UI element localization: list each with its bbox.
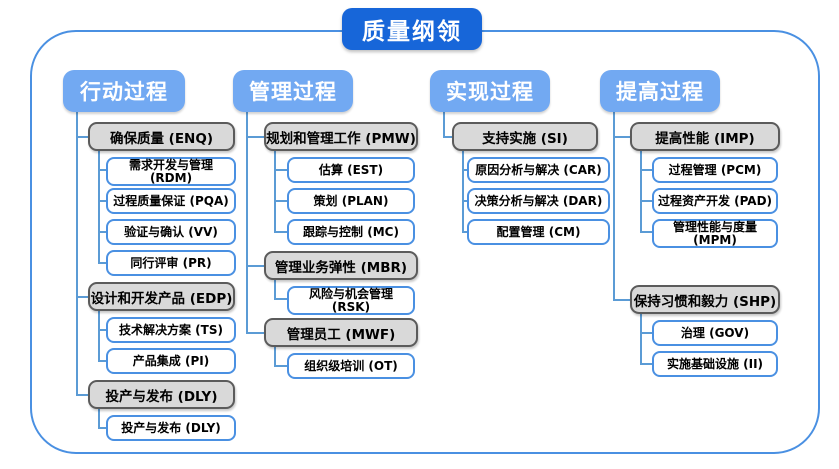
group-box-management-0: 规划和管理工作 (PMW) xyxy=(264,122,418,151)
connector-line xyxy=(274,298,287,300)
process-box-action-0-0: 需求开发与管理 (RDM) xyxy=(106,157,236,187)
connector-line xyxy=(98,200,106,202)
connector-line xyxy=(640,332,652,334)
connector-line xyxy=(76,394,88,396)
connector-line xyxy=(640,231,652,233)
group-box-implementation-0: 支持实施 (SI) xyxy=(452,122,598,151)
connector-line xyxy=(98,407,100,429)
group-box-management-1: 管理业务弹性 (MBR) xyxy=(264,251,418,280)
process-box-action-0-2: 验证与确认 (VV) xyxy=(106,219,236,245)
group-box-action-2: 投产与发布 (DLY) xyxy=(88,380,235,409)
connector-line xyxy=(98,231,106,233)
process-box-management-1-0: 风险与机会管理 (RSK) xyxy=(287,286,415,316)
connector-line xyxy=(246,332,264,334)
column-header-management: 管理过程 xyxy=(233,70,353,112)
group-box-action-0: 确保质量 (ENQ) xyxy=(88,122,235,151)
connector-line xyxy=(274,365,287,367)
process-box-management-0-1: 策划 (PLAN) xyxy=(287,188,415,214)
connector-line xyxy=(274,169,287,171)
connector-line xyxy=(462,149,464,233)
connector-line xyxy=(98,360,106,362)
connector-line xyxy=(613,299,630,301)
connector-line xyxy=(640,312,642,365)
connector-line xyxy=(274,278,276,300)
process-box-action-2-0: 投产与发布 (DLY) xyxy=(106,415,236,441)
connector-line xyxy=(462,169,467,171)
connector-line xyxy=(246,265,264,267)
diagram-title: 质量纲领 xyxy=(342,8,482,50)
process-box-action-1-1: 产品集成 (PI) xyxy=(106,348,236,374)
connector-line xyxy=(613,136,630,138)
connector-line xyxy=(462,200,467,202)
group-box-management-2: 管理员工 (MWF) xyxy=(264,318,418,347)
connector-line xyxy=(640,363,652,365)
process-box-improvement-0-2: 管理性能与度量 (MPM) xyxy=(652,219,778,249)
process-box-action-0-3: 同行评审 (PR) xyxy=(106,250,236,276)
connector-line xyxy=(76,136,88,138)
connector-line xyxy=(640,169,652,171)
connector-line xyxy=(613,110,615,301)
connector-line xyxy=(98,262,106,264)
group-box-improvement-1: 保持习惯和毅力 (SHP) xyxy=(630,285,780,314)
connector-line xyxy=(76,296,88,298)
connector-line xyxy=(640,149,642,233)
group-box-action-1: 设计和开发产品 (EDP) xyxy=(88,282,235,311)
process-box-management-0-2: 跟踪与控制 (MC) xyxy=(287,219,415,245)
column-header-action: 行动过程 xyxy=(63,70,185,112)
connector-line xyxy=(98,329,106,331)
process-box-implementation-0-2: 配置管理 (CM) xyxy=(467,219,610,245)
column-header-improvement: 提高过程 xyxy=(600,70,720,112)
group-box-improvement-0: 提高性能 (IMP) xyxy=(630,122,780,151)
connector-line xyxy=(274,149,276,233)
connector-line xyxy=(98,427,106,429)
connector-line xyxy=(98,309,100,362)
process-box-implementation-0-1: 决策分析与解决 (DAR) xyxy=(467,188,610,214)
connector-line xyxy=(274,231,287,233)
connector-line xyxy=(443,110,445,138)
connector-line xyxy=(443,136,452,138)
connector-line xyxy=(274,345,276,367)
process-box-improvement-1-0: 治理 (GOV) xyxy=(652,320,778,346)
connector-line xyxy=(274,200,287,202)
process-box-management-2-0: 组织级培训 (OT) xyxy=(287,353,415,379)
connector-line xyxy=(246,136,264,138)
connector-line xyxy=(98,169,106,171)
process-box-improvement-1-1: 实施基础设施 (II) xyxy=(652,351,778,377)
process-box-action-1-0: 技术解决方案 (TS) xyxy=(106,317,236,343)
process-box-management-0-0: 估算 (EST) xyxy=(287,157,415,183)
connector-line xyxy=(246,110,248,334)
column-header-implementation: 实现过程 xyxy=(430,70,550,112)
process-box-improvement-0-0: 过程管理 (PCM) xyxy=(652,157,778,183)
connector-line xyxy=(76,110,78,396)
process-box-implementation-0-0: 原因分析与解决 (CAR) xyxy=(467,157,610,183)
connector-line xyxy=(640,200,652,202)
connector-line xyxy=(462,231,467,233)
process-box-action-0-1: 过程质量保证 (PQA) xyxy=(106,188,236,214)
connector-line xyxy=(98,149,100,264)
process-box-improvement-0-1: 过程资产开发 (PAD) xyxy=(652,188,778,214)
